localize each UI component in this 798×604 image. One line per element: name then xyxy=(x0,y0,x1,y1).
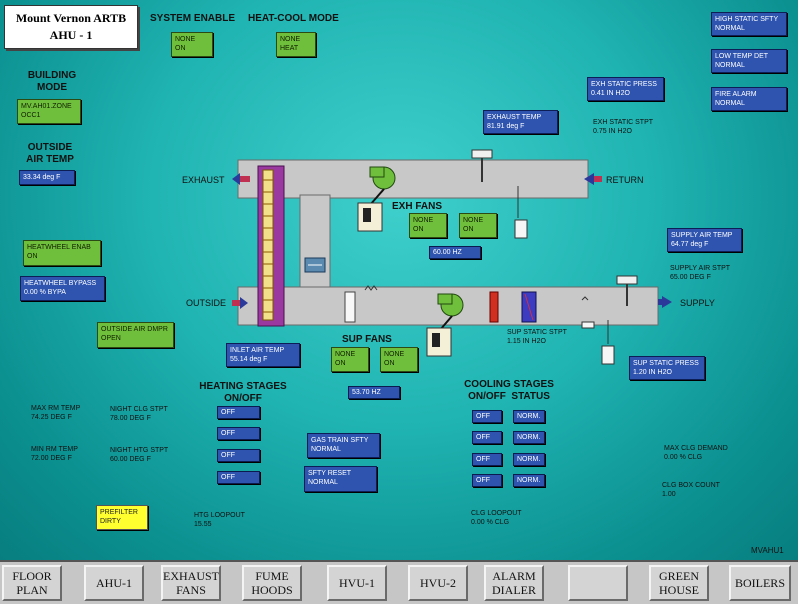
heating-stage-3[interactable]: OFF xyxy=(217,449,260,462)
sup-static-sensor-icon xyxy=(616,275,638,285)
exh-fans-label: EXH FANS xyxy=(392,201,443,212)
nav-hvu2-button[interactable]: HVU-2 xyxy=(408,565,468,601)
supply-temp-sensor-icon xyxy=(601,345,615,365)
supply-arrow-icon xyxy=(662,296,672,308)
return-arrow-icon xyxy=(584,173,594,185)
nav-boilers-button[interactable]: BOILERS xyxy=(729,565,791,601)
heating-coil-icon xyxy=(489,291,499,323)
exhaust-arrow-icon xyxy=(232,173,240,185)
ahu-graphic-panel: Mount Vernon ARTB AHU - 1 SYSTEM ENABLE … xyxy=(0,0,798,562)
supply-label: SUPPLY xyxy=(680,298,715,308)
prefilter-icon xyxy=(344,291,356,323)
cooling-stage-1-status[interactable]: NORM. xyxy=(513,410,545,423)
nav-blank-button[interactable] xyxy=(568,565,628,601)
return-duct xyxy=(237,159,589,199)
cooling-stage-1-onoff[interactable]: OFF xyxy=(472,410,502,423)
system-enable-label: SYSTEM ENABLE xyxy=(150,13,236,24)
cooling-stage-3-onoff[interactable]: OFF xyxy=(472,453,502,466)
heating-stage-2[interactable]: OFF xyxy=(217,427,260,440)
cooling-stage-2-status[interactable]: NORM. xyxy=(513,431,545,444)
exhaust-label: EXHAUST xyxy=(182,175,225,185)
heat-cool-label: HEAT-COOL MODE xyxy=(248,13,339,24)
outside-air-temp-box[interactable]: 33.34 deg F xyxy=(19,170,75,185)
outside-label: OUTSIDE xyxy=(186,298,227,308)
outside-arrow-icon xyxy=(240,297,248,309)
cooling-stage-4-onoff[interactable]: OFF xyxy=(472,474,502,487)
title-line2: AHU - 1 xyxy=(49,28,93,42)
exh-static-sensor-icon xyxy=(471,149,493,159)
title-box: Mount Vernon ARTB AHU - 1 xyxy=(4,5,138,49)
title-line1: Mount Vernon ARTB xyxy=(15,11,127,25)
cooling-stage-3-status[interactable]: NORM. xyxy=(513,453,545,466)
heating-stage-4[interactable]: OFF xyxy=(217,471,260,484)
sup-fans-hz-box[interactable]: 53.70 HZ xyxy=(348,386,400,399)
nav-hvu1-button[interactable]: HVU-1 xyxy=(327,565,387,601)
station-name: MVAHU1 xyxy=(751,546,784,555)
nav-ahu1-button[interactable]: AHU-1 xyxy=(84,565,144,601)
mixing-duct xyxy=(299,194,331,291)
cooling-stage-2-onoff[interactable]: OFF xyxy=(472,431,502,444)
duct-schematic xyxy=(232,149,672,365)
return-label: RETURN xyxy=(606,175,644,185)
heatwheel-core xyxy=(262,169,274,321)
cooling-stage-4-status[interactable]: NORM. xyxy=(513,474,545,487)
sup-fans-label: SUP FANS xyxy=(342,334,392,345)
heating-stage-1[interactable]: OFF xyxy=(217,406,260,419)
return-temp-sensor-icon xyxy=(514,219,528,239)
exh-fans-hz-box[interactable]: 60.00 HZ xyxy=(429,246,481,259)
